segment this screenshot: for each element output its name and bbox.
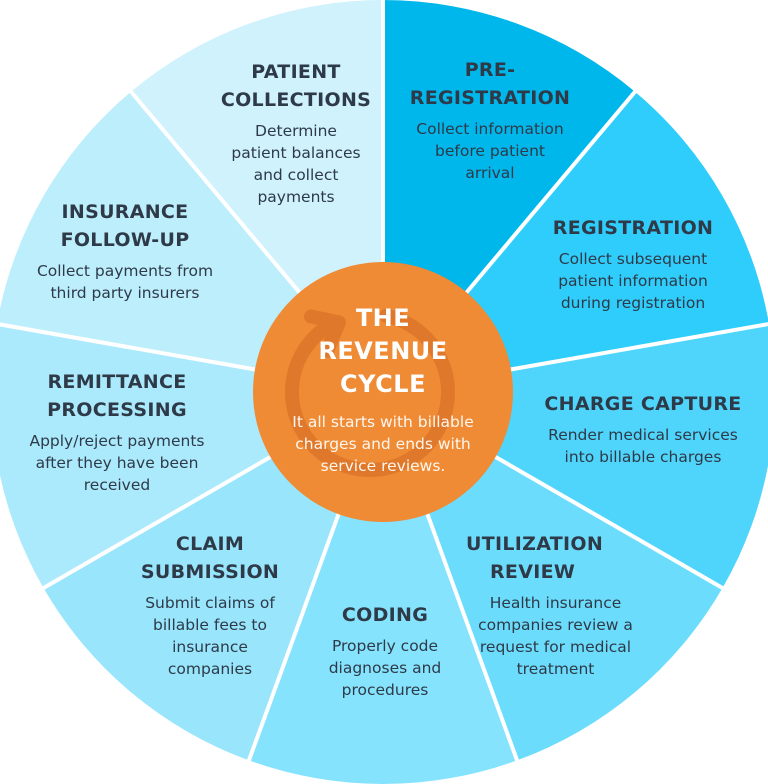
segment-title: CHARGE CAPTURE (544, 393, 742, 415)
segment-description: Properly code diagnoses and procedures (328, 637, 442, 699)
segment-description: Apply/reject payments after they have be… (29, 432, 205, 494)
segment-description: Collect subsequent patient information d… (558, 250, 708, 312)
segment-title: CODING (341, 604, 429, 626)
arrow-arc (285, 308, 455, 477)
center-title: THE REVENUE CYCLE (318, 304, 448, 398)
circular-arrow-icon (285, 308, 455, 477)
segment-registration: REGISTRATION Collect subsequent patient … (538, 214, 728, 314)
arrow-head (304, 309, 346, 358)
segment-description: Determine patient balances and collect p… (231, 122, 361, 206)
segment-wedge-coding (248, 392, 518, 784)
segment-description: Collect information before patient arriv… (416, 120, 564, 182)
segment-description: Collect payments from third party insure… (36, 262, 214, 302)
segment-description: Health insurance companies review a requ… (478, 594, 633, 678)
segment-pre-registration: PRE-REGISTRATION Collect information bef… (395, 56, 585, 184)
segment-title: PRE-REGISTRATION (409, 59, 571, 109)
segment-coding: CODING Properly code diagnoses and proce… (305, 601, 465, 701)
segment-charge-capture: CHARGE CAPTURE Render medical services i… (528, 390, 758, 468)
segment-description: Submit claims of billable fees to insura… (145, 594, 275, 678)
center-description: It all starts with billable charges and … (292, 413, 474, 475)
center-label: THE REVENUE CYCLE It all starts with bil… (268, 302, 498, 477)
segment-title: REGISTRATION (552, 217, 714, 239)
segment-description: Render medical services into billable ch… (548, 426, 738, 466)
